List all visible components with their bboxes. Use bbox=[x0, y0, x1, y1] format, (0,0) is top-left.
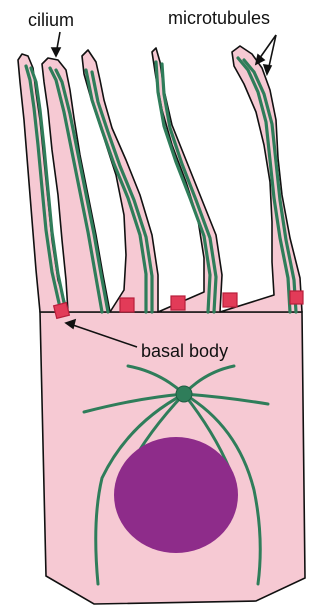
microtubules-pointer-head-1 bbox=[256, 55, 264, 64]
cilium-pointer-head bbox=[52, 48, 60, 56]
microtubules-label: microtubules bbox=[168, 8, 270, 28]
microtubules-pointer-head-2 bbox=[264, 65, 271, 74]
basal-body-label: basal body bbox=[141, 341, 228, 361]
basal-body-1 bbox=[54, 303, 70, 319]
basal-body-5 bbox=[290, 291, 303, 304]
centrosome bbox=[176, 386, 192, 402]
basal-body-4 bbox=[223, 293, 237, 307]
nucleus bbox=[114, 437, 238, 553]
basal-body-3 bbox=[171, 296, 185, 310]
basal-body-2 bbox=[120, 298, 134, 312]
cilium-label: cilium bbox=[28, 10, 74, 30]
